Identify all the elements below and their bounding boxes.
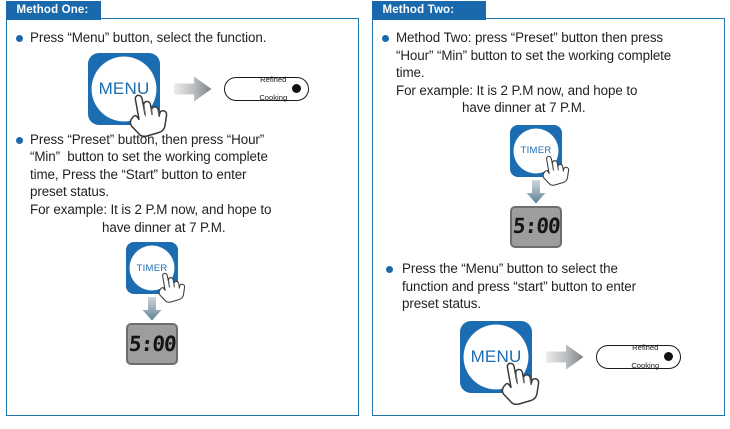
instruction-line: Press “Menu” button, select the function… <box>30 30 267 45</box>
instruction-line-indented: have dinner at 7 P.M. <box>462 100 586 116</box>
timer-button-face: TIMER <box>130 246 174 291</box>
method-one-body: Press “Menu” button, select the function… <box>7 19 358 415</box>
timer-display-value: 5:00 <box>127 331 177 356</box>
bullet-icon <box>16 136 23 144</box>
instruction-line-indented: have dinner at 7 P.M. <box>102 219 226 235</box>
instruction-line: Press the “Menu” button to select the <box>402 260 618 276</box>
instruction-line: time. <box>396 65 425 81</box>
instruction-line: “Hour” “Min” button to set the working c… <box>396 47 672 63</box>
instruction-line: time, Press the “Start” button to enter <box>30 166 247 182</box>
method-one-panel: Method One: Press “Menu” button, select … <box>5 1 359 416</box>
menu-button-label: MENU <box>98 78 150 98</box>
indicator-text: Refined Cooking <box>234 66 287 111</box>
led-indicator-icon <box>664 352 674 362</box>
timer-button-label: TIMER <box>520 145 552 157</box>
instruction-line: function and press “start” button to ent… <box>402 278 636 294</box>
menu-button-face: MENU <box>464 324 528 389</box>
method-two-tab-label: Method Two: <box>371 1 487 20</box>
indicator-text: Refined Cooking <box>606 334 659 379</box>
timer-button-diagram: TIMER 5:00 <box>510 124 716 248</box>
refined-cooking-indicator: Refined Cooking <box>224 75 310 102</box>
timer-button-diagram: TIMER 5:00 <box>126 242 350 366</box>
indicator-line-2: Cooking <box>631 361 660 371</box>
list-item: Press “Preset” button, then press “Hour”… <box>14 131 350 237</box>
arrow-right-icon <box>546 344 584 370</box>
timer-display: 5:00 <box>126 323 178 366</box>
instruction-line: preset status. <box>402 296 481 312</box>
timer-button-label: TIMER <box>136 262 168 274</box>
menu-button-diagram: MENU Refined Cooking <box>460 320 716 393</box>
menu-button[interactable]: MENU <box>88 52 160 125</box>
timer-button[interactable]: TIMER <box>126 242 178 294</box>
instruction-line: “Min” button to set the working complete <box>30 149 268 165</box>
method-one-tab-label: Method One: <box>5 1 102 20</box>
arrow-down-icon <box>526 180 546 204</box>
indicator-line-2: Cooking <box>259 93 288 103</box>
menu-button-label: MENU <box>470 346 522 366</box>
timer-display-value: 5:00 <box>511 214 561 239</box>
arrow-down-icon <box>142 297 162 321</box>
indicator-line-1: Refined <box>260 75 287 85</box>
led-indicator-icon <box>292 84 302 94</box>
indicator-line-1: Refined <box>632 343 659 353</box>
bullet-icon <box>382 35 389 42</box>
instruction-line: Press “Preset” button, then press “Hour” <box>30 131 265 147</box>
timer-button[interactable]: TIMER <box>510 124 562 177</box>
instruction-line: preset status. <box>30 184 109 200</box>
timer-button-face: TIMER <box>514 128 558 173</box>
menu-button[interactable]: MENU <box>460 320 532 393</box>
method-two-panel: Method Two: Method Two: press “Preset” b… <box>371 1 725 416</box>
arrow-right-icon <box>174 76 212 102</box>
menu-button-face: MENU <box>92 56 156 121</box>
instruction-line: For example: It is 2 P.M now, and hope t… <box>396 82 638 98</box>
list-item: Press “Menu” button, select the function… <box>14 29 350 47</box>
instruction-line: Method Two: press “Preset” button then p… <box>396 30 664 45</box>
bullet-icon <box>386 265 393 273</box>
timer-display: 5:00 <box>510 205 562 248</box>
method-two-body: Method Two: press “Preset” button then p… <box>373 19 724 415</box>
refined-cooking-indicator: Refined Cooking <box>596 343 682 370</box>
instruction-line: For example: It is 2 P.M now, and hope t… <box>30 201 272 217</box>
list-item: Press the “Menu” button to select the fu… <box>380 260 716 313</box>
list-item: Method Two: press “Preset” button then p… <box>380 29 716 117</box>
bullet-icon <box>16 35 23 42</box>
menu-button-diagram: MENU Refined Cooking <box>88 52 350 125</box>
